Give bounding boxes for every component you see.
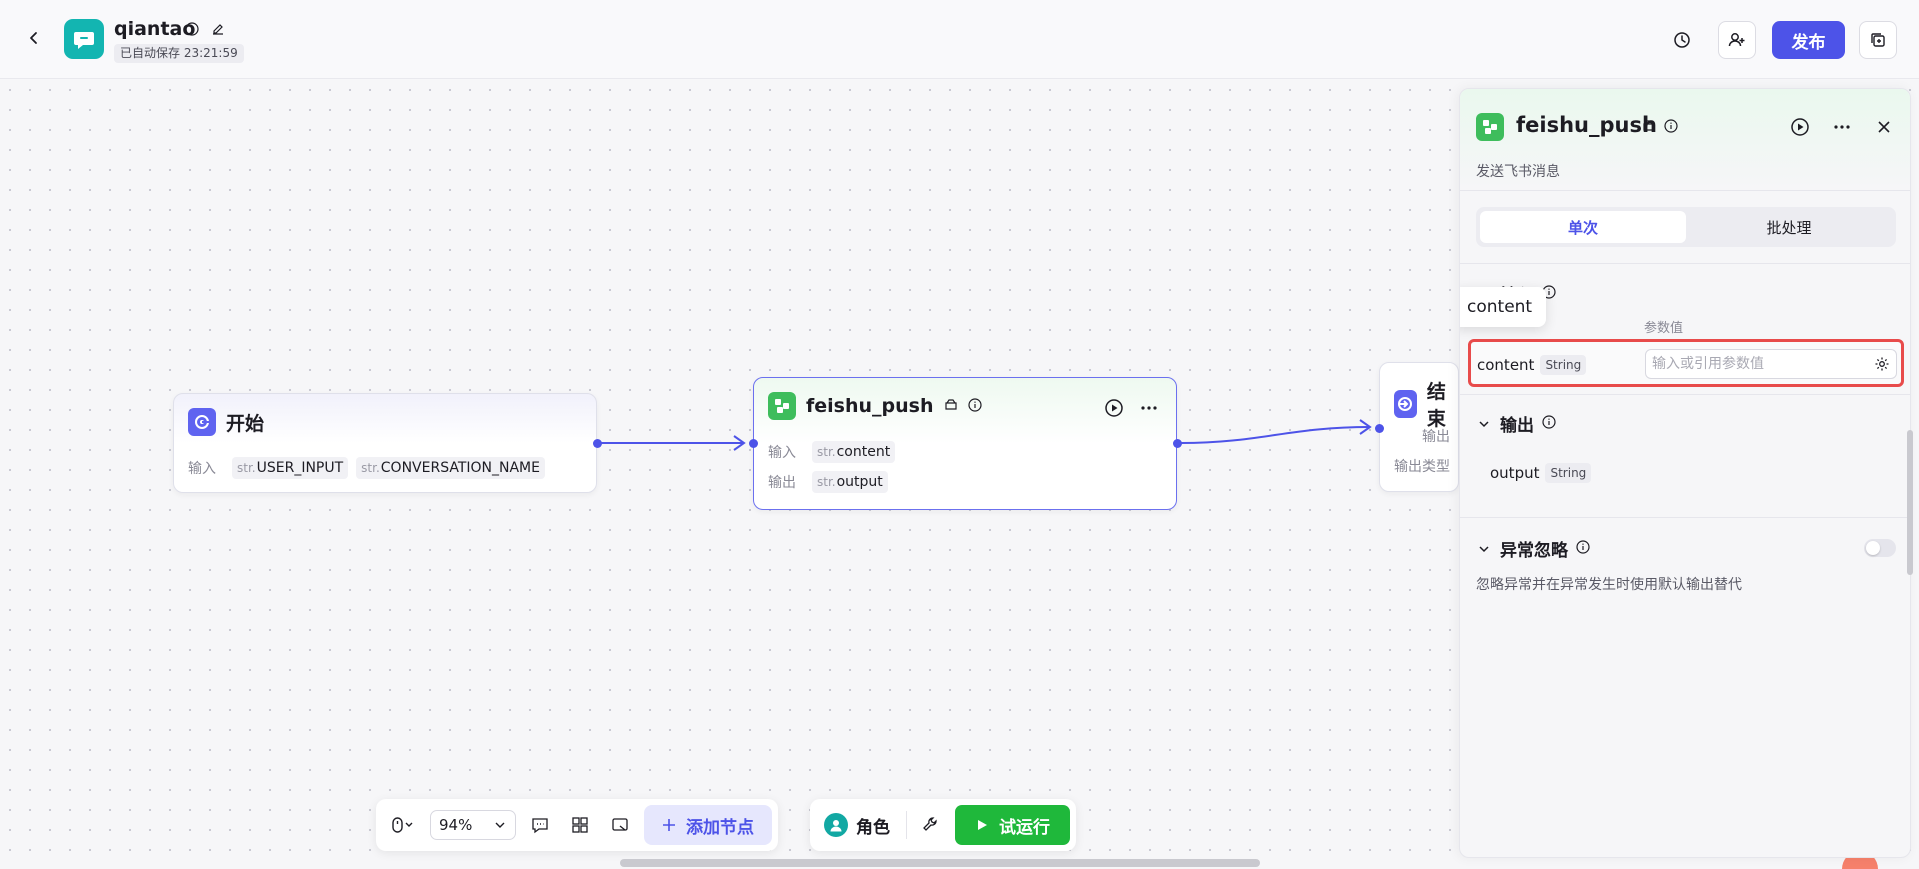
ignore-exception-toggle[interactable]: [1864, 539, 1896, 557]
variable-tag: str.output: [812, 471, 888, 493]
end-icon: [1394, 390, 1417, 418]
close-icon[interactable]: [1870, 113, 1898, 141]
divider: [1460, 517, 1910, 518]
divider: [906, 811, 907, 839]
panel-scrollbar[interactable]: [1907, 430, 1913, 575]
zoom-select[interactable]: 94%: [430, 810, 516, 840]
plugin-icon: [768, 392, 796, 420]
start-icon: [188, 408, 216, 436]
input-port[interactable]: [749, 439, 758, 448]
node-config-panel: feishu_push 发送飞书消息 单次 批处理 输入: [1459, 88, 1911, 858]
mouse-mode-icon[interactable]: [382, 809, 422, 841]
tab-single[interactable]: 单次: [1480, 211, 1686, 243]
app-logo-icon: [64, 19, 104, 59]
feishu-push-node[interactable]: feishu_push 输入 str.content 输出 str.output: [749, 377, 1182, 510]
row-label: 输入: [188, 461, 216, 477]
avatar: [824, 813, 848, 837]
node-title: 结束: [1426, 381, 1446, 430]
collaborator-button[interactable]: [1718, 21, 1756, 59]
back-icon[interactable]: [22, 26, 46, 50]
output-item: output String: [1490, 463, 1592, 483]
type-badge: String: [1540, 355, 1587, 375]
row-label: 输出: [768, 475, 796, 491]
trial-run-button[interactable]: 试运行: [955, 805, 1070, 845]
horizontal-scrollbar[interactable]: [620, 859, 1260, 867]
info-icon[interactable]: [183, 20, 201, 38]
info-icon[interactable]: [967, 397, 982, 416]
layout-grid-icon[interactable]: [564, 809, 596, 841]
tools-icon[interactable]: [915, 809, 947, 841]
plus-icon: [663, 819, 675, 831]
play-icon: [978, 820, 987, 830]
storage-icon: [944, 397, 958, 416]
end-node[interactable]: 结束 输出 输出类型: [1375, 362, 1459, 492]
info-icon[interactable]: [1542, 414, 1556, 434]
tab-batch[interactable]: 批处理: [1766, 218, 1812, 237]
type-badge: String: [1545, 463, 1592, 483]
divider: [1460, 263, 1910, 264]
run-toolbar: 角色 试运行: [810, 799, 1076, 851]
variable-tag: str.content: [812, 441, 896, 463]
input-port[interactable]: [1375, 424, 1384, 433]
output-section-title[interactable]: 输出: [1476, 411, 1556, 436]
run-node-icon[interactable]: [1786, 113, 1814, 141]
ignore-description: 忽略异常并在异常发生时使用默认输出替代: [1476, 577, 1742, 593]
node-title: 开始: [226, 412, 265, 435]
param-name: content: [1477, 356, 1535, 374]
info-icon[interactable]: [1664, 118, 1678, 137]
param-row-content: content String: [1468, 339, 1904, 387]
node-title: feishu_push: [806, 395, 934, 417]
output-port[interactable]: [593, 439, 602, 448]
chevron-down-icon[interactable]: [1476, 541, 1492, 557]
autosave-status: 已自动保存 23:21:59: [114, 44, 244, 63]
row-label: 输入: [768, 445, 796, 461]
param-value-input[interactable]: [1645, 349, 1897, 379]
panel-header: feishu_push 发送飞书消息: [1460, 89, 1910, 191]
info-icon[interactable]: [1576, 539, 1590, 559]
variable-tag: str.CONVERSATION_NAME: [356, 457, 545, 479]
gear-icon[interactable]: [1873, 355, 1891, 373]
start-node[interactable]: 开始 输入 str.USER_INPUT str.CONVERSATION_NA…: [173, 393, 602, 493]
edit-icon[interactable]: [209, 20, 227, 38]
history-icon[interactable]: [1663, 21, 1701, 59]
plugin-icon: [1476, 113, 1504, 141]
publish-button[interactable]: 发布: [1772, 21, 1845, 59]
node-description: 发送飞书消息: [1476, 164, 1560, 180]
chevron-down-icon: [495, 822, 505, 828]
zoom-value: 94%: [439, 816, 473, 834]
add-node-button[interactable]: 添加节点: [644, 805, 772, 845]
row-label: 输出类型: [1394, 459, 1450, 475]
param-tooltip: content: [1460, 287, 1547, 327]
copy-icon[interactable]: [1859, 21, 1897, 59]
panel-title: feishu_push: [1516, 113, 1657, 137]
run-node-icon[interactable]: [1104, 398, 1124, 422]
output-port[interactable]: [1173, 439, 1182, 448]
more-icon[interactable]: [1828, 113, 1856, 141]
ignore-section-title[interactable]: 异常忽略: [1476, 536, 1590, 561]
more-icon[interactable]: [1139, 398, 1159, 422]
variable-tag: str.USER_INPUT: [232, 457, 349, 479]
output-name: output: [1490, 464, 1540, 482]
canvas-toolbar: 94% 添加节点: [376, 799, 778, 851]
chevron-down-icon[interactable]: [1476, 416, 1492, 432]
app-title: qiantao: [114, 18, 196, 40]
mode-tabs: 单次 批处理: [1476, 207, 1896, 247]
row-label: 输出: [1422, 429, 1450, 445]
param-value-header: 参数值: [1644, 321, 1684, 336]
divider: [1460, 394, 1910, 395]
add-user-icon: [1728, 33, 1745, 47]
role-button[interactable]: 角色: [816, 805, 898, 845]
storage-icon: [1642, 118, 1656, 137]
app-header: qiantao 已自动保存 23:21:59 发布: [0, 0, 1919, 79]
comment-icon[interactable]: [524, 809, 556, 841]
minimap-icon[interactable]: [604, 809, 636, 841]
